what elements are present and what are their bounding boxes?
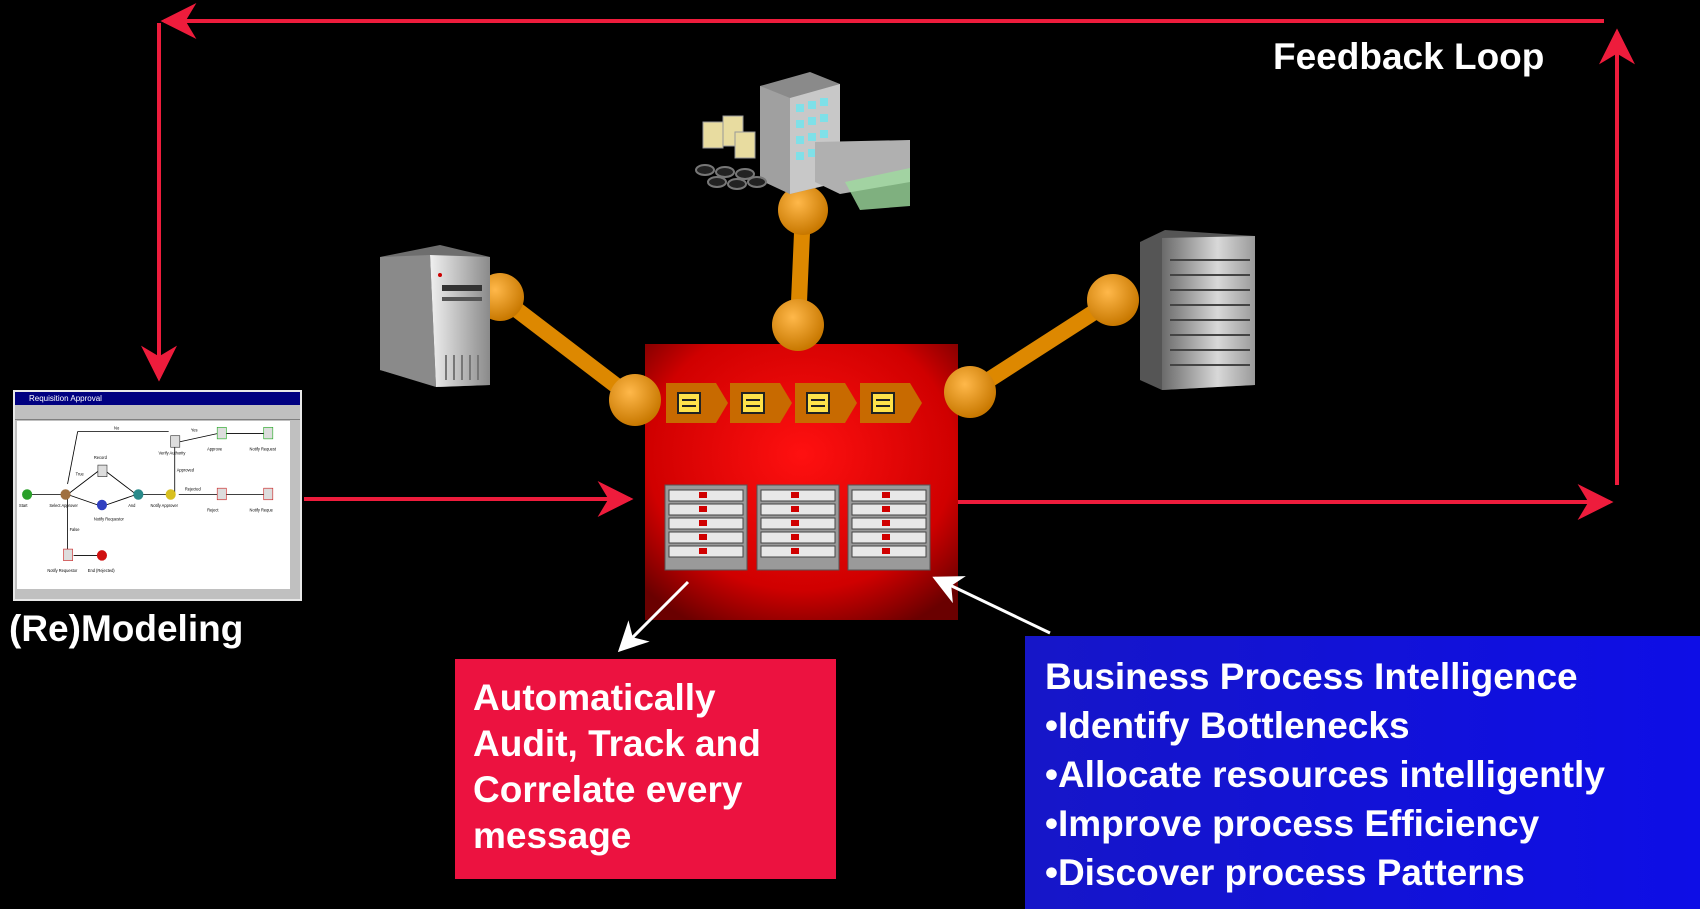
svg-text:Yes: Yes: [191, 427, 198, 432]
connector-left: [492, 289, 643, 408]
workflow-nodes: [22, 426, 274, 561]
message-item: [795, 383, 857, 423]
storage-rack: [664, 484, 748, 571]
message-queue: [666, 383, 922, 423]
svg-text:Notify Requestor: Notify Requestor: [47, 568, 78, 573]
arrow-to-storage: [932, 576, 1051, 635]
svg-text:Rejected: Rejected: [185, 486, 202, 491]
svg-text:False: False: [70, 527, 81, 532]
joint-top-outer: [778, 185, 828, 235]
bpi-bullet: •Identify Bottlenecks: [1045, 705, 1410, 746]
svg-text:Approved: Approved: [177, 467, 195, 472]
process-model-window: Requisition Approval: [13, 390, 302, 601]
feedback-loop: [141, 3, 1635, 520]
audit-line: Audit, Track and: [473, 723, 761, 764]
enterprise-building-icon: [695, 72, 910, 210]
model-canvas: Start Select Approver Record Notify Requ…: [17, 421, 290, 589]
joint-top-inner: [772, 299, 824, 351]
svg-text:Notify Requestor: Notify Requestor: [94, 517, 125, 522]
remodeling-label: (Re)Modeling: [9, 608, 244, 649]
feedback-loop-label: Feedback Loop: [1273, 36, 1545, 77]
annotation-arrows: [617, 576, 1051, 653]
message-item: [730, 383, 792, 423]
joint-left-inner: [609, 374, 661, 426]
audit-line: message: [473, 815, 632, 856]
svg-text:Start: Start: [19, 503, 28, 508]
connector-right: [962, 292, 1121, 400]
svg-text:Select Approver: Select Approver: [49, 503, 78, 508]
message-item: [666, 383, 728, 423]
svg-text:Record: Record: [94, 455, 108, 460]
storage-rack: [847, 484, 931, 571]
bpi-callout: Business Process Intelligence •Identify …: [1025, 636, 1700, 909]
audit-storage: [664, 484, 931, 571]
svg-text:Verify Authority: Verify Authority: [159, 451, 187, 456]
joint-right-outer: [1087, 274, 1139, 326]
storage-rack: [756, 484, 840, 571]
svg-text:Notify Reque: Notify Reque: [250, 507, 274, 512]
bpi-bullet: •Discover process Patterns: [1045, 852, 1525, 893]
svg-text:End (Rejected): End (Rejected): [88, 568, 116, 573]
svg-text:Notify Request: Notify Request: [250, 446, 277, 451]
svg-text:No: No: [114, 425, 120, 430]
svg-text:True: True: [76, 472, 85, 477]
bpi-title: Business Process Intelligence: [1045, 656, 1578, 697]
server-right-icon: [1140, 230, 1255, 390]
svg-text:Approve: Approve: [207, 446, 223, 451]
bpi-bullet: •Improve process Efficiency: [1045, 803, 1540, 844]
audit-line: Automatically: [473, 677, 716, 718]
audit-line: Correlate every: [473, 769, 743, 810]
svg-text:Notify Approver: Notify Approver: [150, 503, 178, 508]
model-window-toolbar: [15, 405, 300, 420]
message-item: [860, 383, 922, 423]
connector-joints: [476, 185, 1139, 426]
server-left-icon: [380, 245, 490, 387]
audit-callout: Automatically Audit, Track and Correlate…: [455, 659, 836, 879]
bpi-bullet: •Allocate resources intelligently: [1045, 754, 1605, 795]
model-window-title: Requisition Approval: [15, 392, 300, 405]
workflow-graph: Start Select Approver Record Notify Requ…: [19, 425, 277, 573]
joint-right-inner: [944, 366, 996, 418]
svg-text:Reject: Reject: [207, 507, 219, 512]
arrow-to-audit-box: [617, 580, 690, 653]
svg-text:And: And: [128, 503, 136, 508]
